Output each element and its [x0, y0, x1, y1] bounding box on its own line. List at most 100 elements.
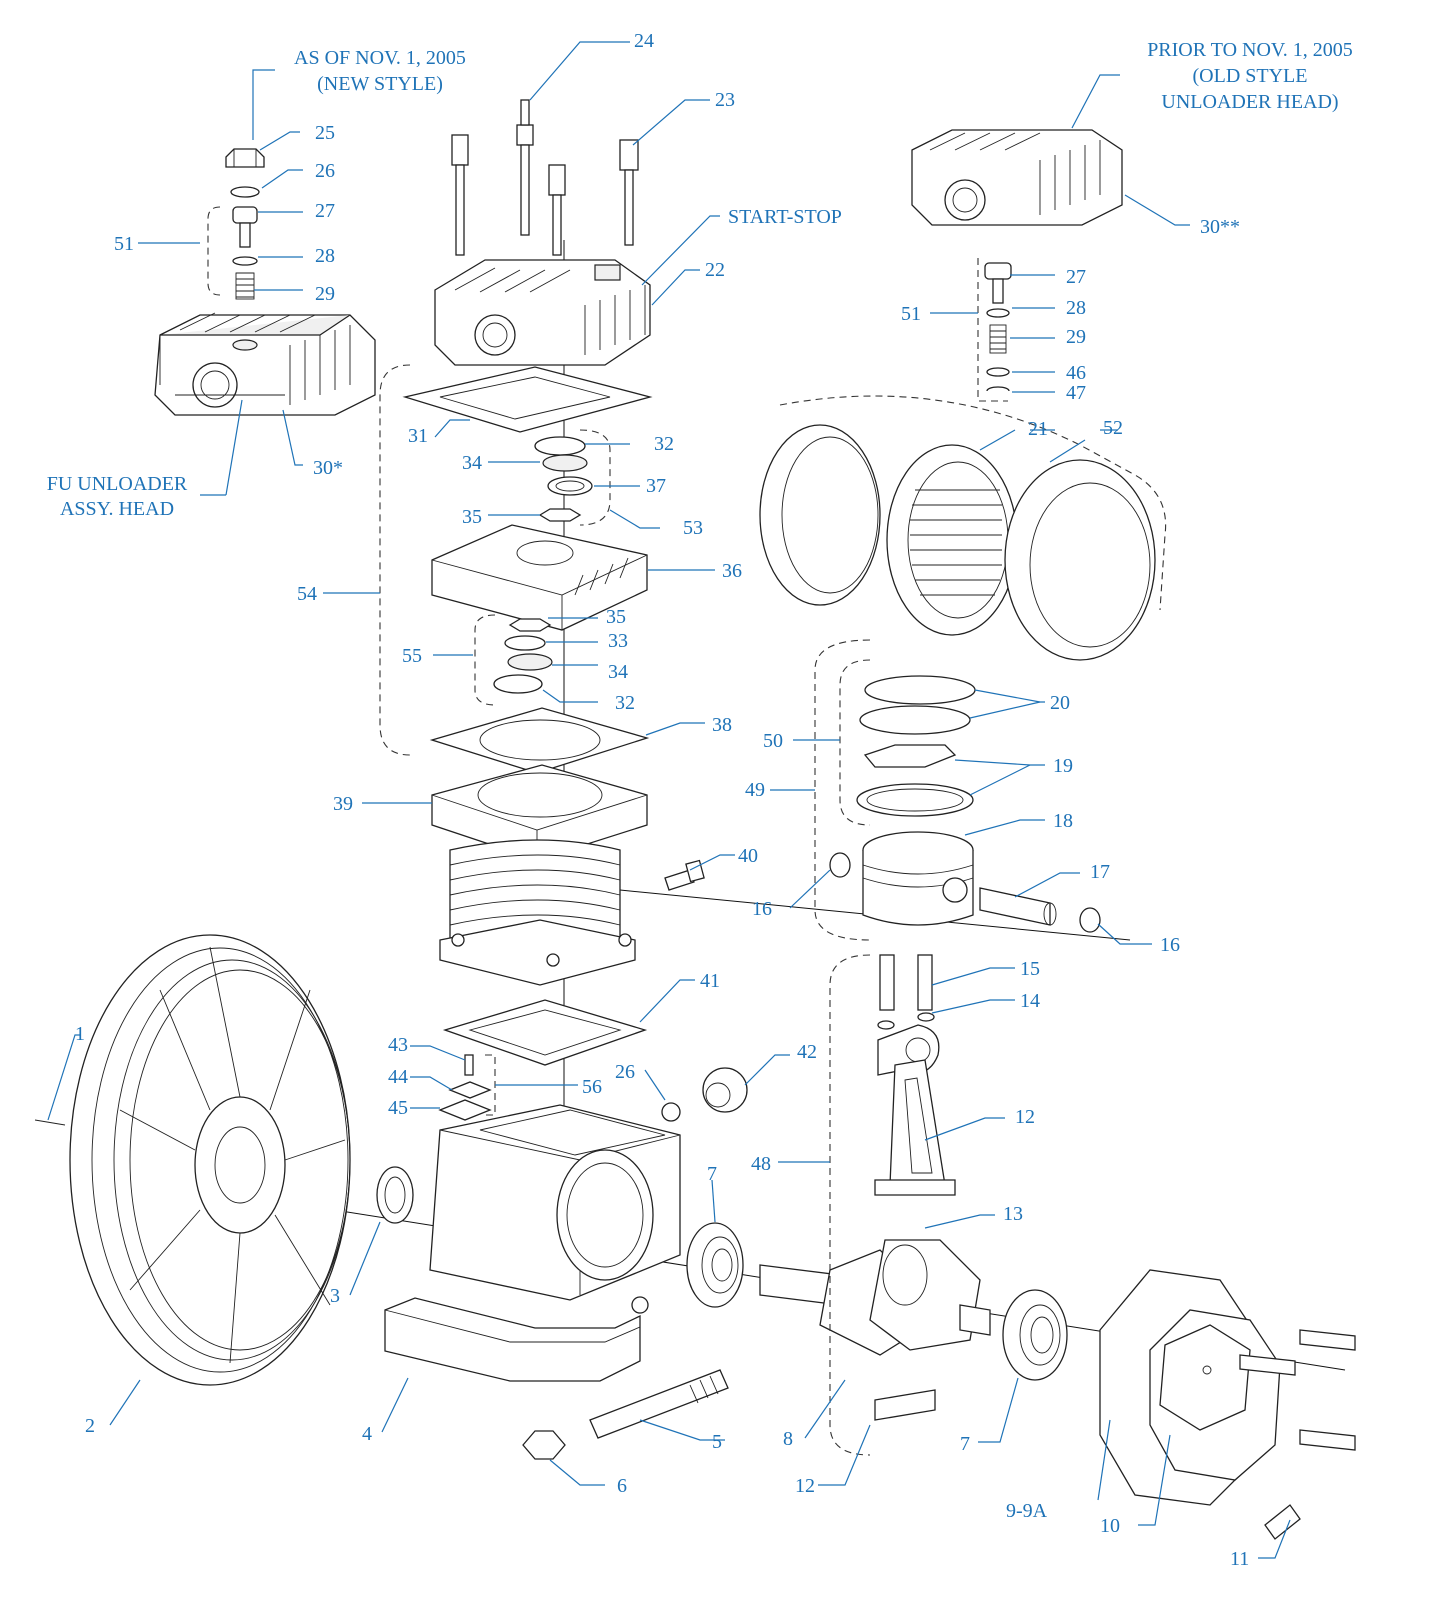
connecting-rod-12 [829, 954, 956, 1456]
new-style-note-line1: AS OF NOV. 1, 2005 [294, 47, 466, 69]
callout-49: 49 [745, 779, 765, 801]
callout-17: 17 [1090, 861, 1110, 883]
callout-31: 31 [408, 425, 428, 447]
bolts-11 [1239, 1329, 1356, 1540]
callout-52: 52 [1103, 417, 1123, 439]
callout-30-old: 30** [1200, 216, 1240, 238]
fu-unloader-note-line2: ASSY. HEAD [60, 498, 174, 520]
crankcase-4 [384, 1104, 681, 1382]
callout-15: 15 [1020, 958, 1040, 980]
callout-14: 14 [1020, 990, 1040, 1012]
callout-43: 43 [388, 1034, 408, 1056]
old-style-note-line1: PRIOR TO NOV. 1, 2005 [1147, 39, 1353, 61]
seal-3 [376, 1166, 414, 1224]
callout-12-cap: 12 [795, 1475, 815, 1497]
callout-22: 22 [705, 259, 725, 281]
callout-10: 10 [1100, 1515, 1120, 1537]
notes: AS OF NOV. 1, 2005 (NEW STYLE) PRIOR TO … [47, 39, 1353, 520]
valve-plate-group [379, 364, 653, 774]
callout-51-old: 51 [901, 303, 921, 325]
oil-parts-43-45 [438, 1054, 496, 1121]
callout-38: 38 [712, 714, 732, 736]
crankshaft-8 [759, 1239, 991, 1356]
callout-40: 40 [738, 845, 758, 867]
callout-27-new: 27 [315, 200, 335, 222]
callout-32-top: 32 [654, 433, 674, 455]
callout-25: 25 [315, 122, 335, 144]
callout-5: 5 [712, 1431, 722, 1453]
callout-39: 39 [333, 793, 353, 815]
callout-34-bottom: 34 [608, 661, 628, 683]
callout-13: 13 [1003, 1203, 1023, 1225]
callout-55: 55 [402, 645, 422, 667]
old-style-note-line3: UNLOADER HEAD) [1161, 91, 1338, 113]
callout-7-left: 7 [707, 1163, 717, 1185]
callout-34-top: 34 [462, 452, 482, 474]
callout-9-9a: 9-9A [1006, 1500, 1048, 1522]
new-style-note-line2: (NEW STYLE) [317, 73, 443, 95]
old-style-unloader-parts [977, 258, 1012, 402]
callout-8: 8 [783, 1428, 793, 1450]
callout-30-new: 30* [313, 457, 343, 479]
piston-group [814, 639, 1101, 941]
callout-50: 50 [763, 730, 783, 752]
callout-23: 23 [715, 89, 735, 111]
callout-27-old: 27 [1066, 266, 1086, 288]
callout-4: 4 [362, 1423, 372, 1445]
callout-7-right: 7 [960, 1433, 970, 1455]
bearing-7-right [1002, 1289, 1068, 1381]
callout-29-new: 29 [315, 283, 335, 305]
callout-20: 20 [1050, 692, 1070, 714]
start-stop-note: START-STOP [728, 206, 842, 228]
old-style-head-30 [911, 129, 1123, 226]
old-style-note-line2: (OLD STYLE [1193, 65, 1308, 87]
callouts: 1 2 3 4 5 6 7 7 8 9-9A 10 11 12 12 13 14… [75, 30, 1249, 1570]
callout-26-drain: 26 [615, 1061, 635, 1083]
callout-11: 11 [1230, 1548, 1249, 1570]
callout-48: 48 [751, 1153, 771, 1175]
callout-45: 45 [388, 1097, 408, 1119]
callout-54: 54 [297, 583, 317, 605]
callout-1: 1 [75, 1023, 85, 1045]
callout-37: 37 [646, 475, 666, 497]
callout-3: 3 [330, 1285, 340, 1307]
callout-16-left: 16 [752, 898, 772, 920]
callout-46: 46 [1066, 362, 1086, 384]
callout-47: 47 [1066, 382, 1086, 404]
callout-56: 56 [582, 1076, 602, 1098]
start-stop-head-22 [434, 259, 651, 366]
callout-42: 42 [797, 1041, 817, 1063]
callout-44: 44 [388, 1066, 408, 1088]
end-cover-10 [1099, 1269, 1281, 1506]
new-style-unloader-parts [207, 148, 265, 300]
callout-29-old: 29 [1066, 326, 1086, 348]
flywheel-2 [69, 934, 351, 1386]
callout-28-new: 28 [315, 245, 335, 267]
callout-6: 6 [617, 1475, 627, 1497]
callout-36: 36 [722, 560, 742, 582]
callout-16-right: 16 [1160, 934, 1180, 956]
callout-35-bottom: 35 [606, 606, 626, 628]
key-1 [34, 1119, 66, 1126]
callout-32-bottom: 32 [615, 692, 635, 714]
callout-12-rod: 12 [1015, 1106, 1035, 1128]
breather-40 [664, 859, 705, 891]
fu-unloader-note-line1: FU UNLOADER [47, 473, 188, 495]
drain-parts [522, 1067, 748, 1460]
cylinder-39 [431, 764, 648, 986]
callout-18: 18 [1053, 810, 1073, 832]
callout-21: 21 [1028, 418, 1048, 440]
crankcase-gasket-41 [442, 999, 648, 1066]
callout-51-new: 51 [114, 233, 134, 255]
new-style-head-30 [154, 312, 376, 416]
bolts-23-24 [451, 99, 639, 256]
bearing-7-left [686, 1222, 744, 1308]
callout-41: 41 [700, 970, 720, 992]
callout-2: 2 [85, 1415, 95, 1437]
callout-24: 24 [634, 30, 654, 52]
leader-lines [47, 41, 1291, 1559]
callout-33: 33 [608, 630, 628, 652]
callout-53: 53 [683, 517, 703, 539]
callout-35-top: 35 [462, 506, 482, 528]
